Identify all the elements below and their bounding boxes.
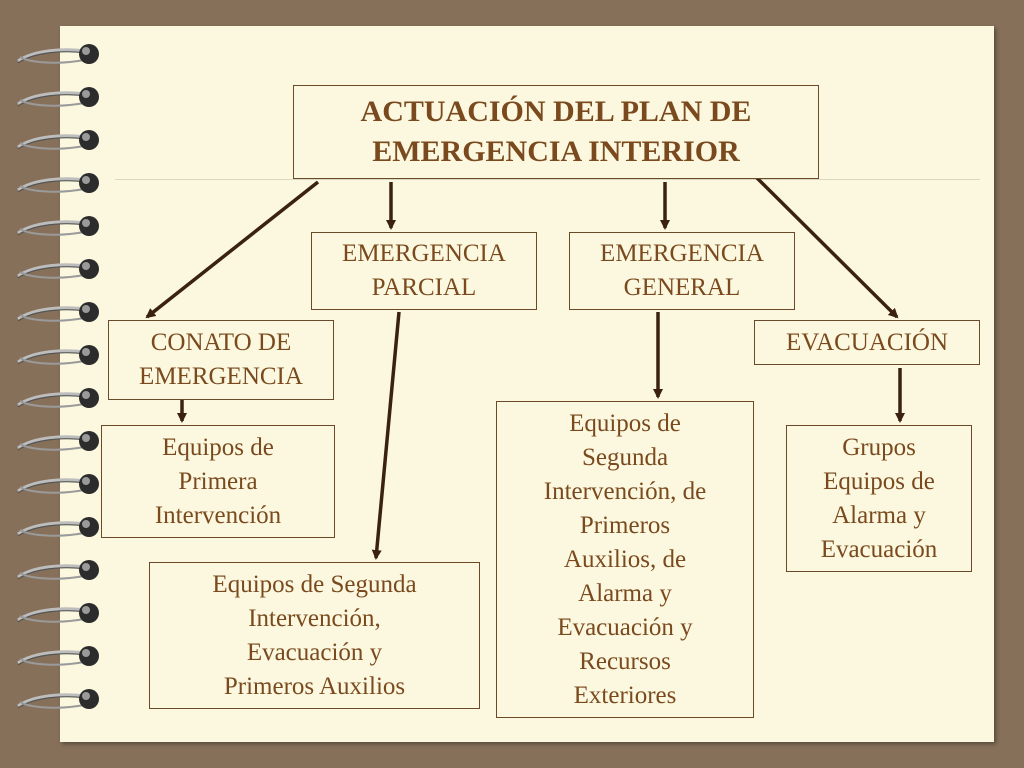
spiral-ring-icon [17,302,99,322]
spiral-ring-icon [17,603,99,623]
spiral-ring-icon [17,474,99,494]
arrow-title-to-conato [145,180,320,319]
node-emergencia-general: EMERGENCIA GENERAL [569,232,795,310]
page-rule-line [115,179,980,180]
node-emergencia-parcial: EMERGENCIA PARCIAL [311,232,537,310]
node-primera-intervencion: Equipos de Primera Intervención [101,425,335,538]
spiral-ring-icon [17,388,99,408]
spiral-ring-icon [17,689,99,709]
arrow-parcial-to-segunda [371,311,401,560]
node-grupos-alarma: Grupos Equipos de Alarma y Evacuación [786,425,972,572]
spiral-ring-icon [17,646,99,666]
spiral-ring-icon [17,216,99,236]
spiral-ring-icon [17,44,99,64]
spiral-ring-icon [17,130,99,150]
node-segunda-intervencion-general: Equipos de Segunda Intervención, de Prim… [496,401,754,718]
spiral-ring-icon [17,431,99,451]
title-text: ACTUACIÓN DEL PLAN DE EMERGENCIA INTERIO… [360,95,752,168]
spiral-ring-icon [17,259,99,279]
spiral-ring-icon [17,345,99,365]
spiral-ring-icon [17,560,99,580]
spiral-ring-icon [17,517,99,537]
arrow-title-to-evacuacion [753,174,899,319]
spiral-ring-icon [17,173,99,193]
node-segunda-intervencion-parcial: Equipos de Segunda Intervención, Evacuac… [149,562,480,709]
node-evacuacion: EVACUACIÓN [754,320,980,365]
spiral-ring-icon [17,87,99,107]
diagram-title: ACTUACIÓN DEL PLAN DE EMERGENCIA INTERIO… [293,85,819,179]
node-conato-emergencia: CONATO DE EMERGENCIA [108,320,334,400]
